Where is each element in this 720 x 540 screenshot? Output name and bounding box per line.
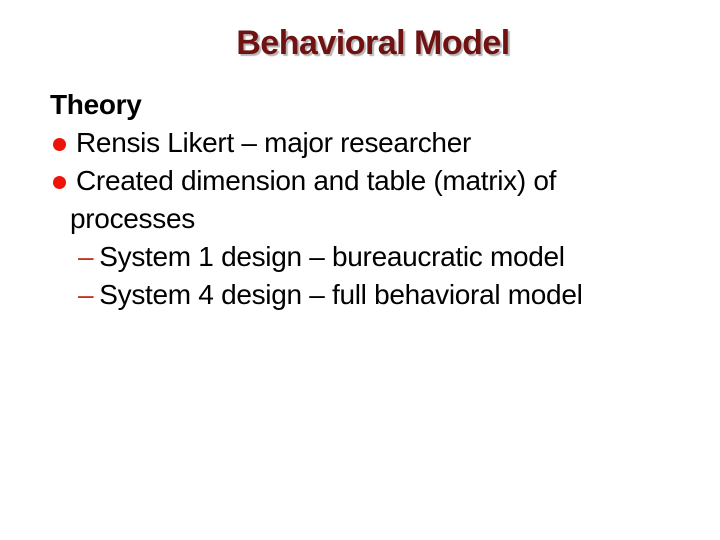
bullet-continuation-text: processes [70,203,195,234]
slide-body: Theory Rensis Likert – major researcher … [50,86,710,314]
red-dash-bullet-icon: – [78,279,94,310]
slide-title: Behavioral Model [236,24,510,62]
sub-bullet-text: System 4 design – full behavioral model [99,279,583,310]
bullet-row: Rensis Likert – major researcher [50,124,710,162]
bullet-row: Created dimension and table (matrix) of [50,162,710,200]
sub-bullet-text: System 1 design – bureaucratic model [99,241,565,272]
bullet-text: Created dimension and table (matrix) of [76,165,557,196]
red-bullet-dot-icon [53,137,66,151]
bullet-text: Rensis Likert – major researcher [76,127,471,158]
heading-text: Theory [50,89,142,120]
bullet-continuation-row: processes [50,200,710,238]
red-bullet-dot-icon [53,175,66,189]
red-dash-bullet-icon: – [78,241,94,272]
sub-bullet-row: – System 1 design – bureaucratic model [50,238,710,276]
sub-bullet-row: – System 4 design – full behavioral mode… [50,276,710,314]
heading-line: Theory [50,86,710,124]
